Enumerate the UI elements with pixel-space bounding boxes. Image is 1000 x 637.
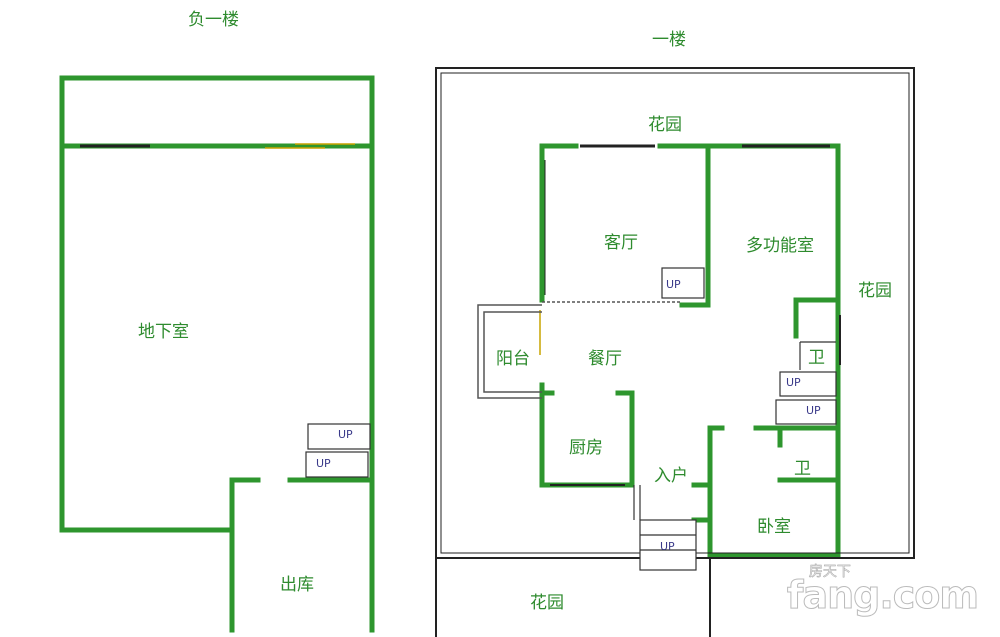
room-garden-bottom: 花园	[530, 593, 564, 613]
basement-floor-title: 负一楼	[188, 10, 239, 30]
room-balcony: 阳台	[496, 349, 530, 369]
room-bath-2: 卫	[794, 459, 811, 479]
room-kitchen: 厨房	[569, 438, 603, 458]
room-multipurpose: 多功能室	[746, 236, 814, 256]
room-garden-top: 花园	[648, 115, 682, 135]
room-bedroom: 卧室	[757, 517, 791, 537]
room-living: 客厅	[604, 233, 638, 253]
stair-up-label: UP	[660, 540, 675, 553]
stair-up-label: UP	[786, 376, 801, 389]
stair-up-label: UP	[806, 404, 821, 417]
stair-up-label: UP	[316, 457, 331, 470]
stair-up-label: UP	[666, 278, 681, 291]
room-garage: 出库	[280, 575, 314, 595]
room-entry: 入户	[654, 466, 688, 486]
stair-up-label: UP	[338, 428, 353, 441]
watermark-sub: 房天下	[808, 564, 852, 581]
room-basement: 地下室	[138, 322, 189, 342]
room-dining: 餐厅	[588, 349, 622, 369]
room-garden-right: 花园	[858, 281, 892, 301]
watermark-logo: 房天下 fang.com	[786, 564, 979, 618]
first-floor-title: 一楼	[652, 30, 686, 50]
room-bath-1: 卫	[808, 348, 825, 368]
watermark-text: fang.com	[786, 573, 979, 618]
